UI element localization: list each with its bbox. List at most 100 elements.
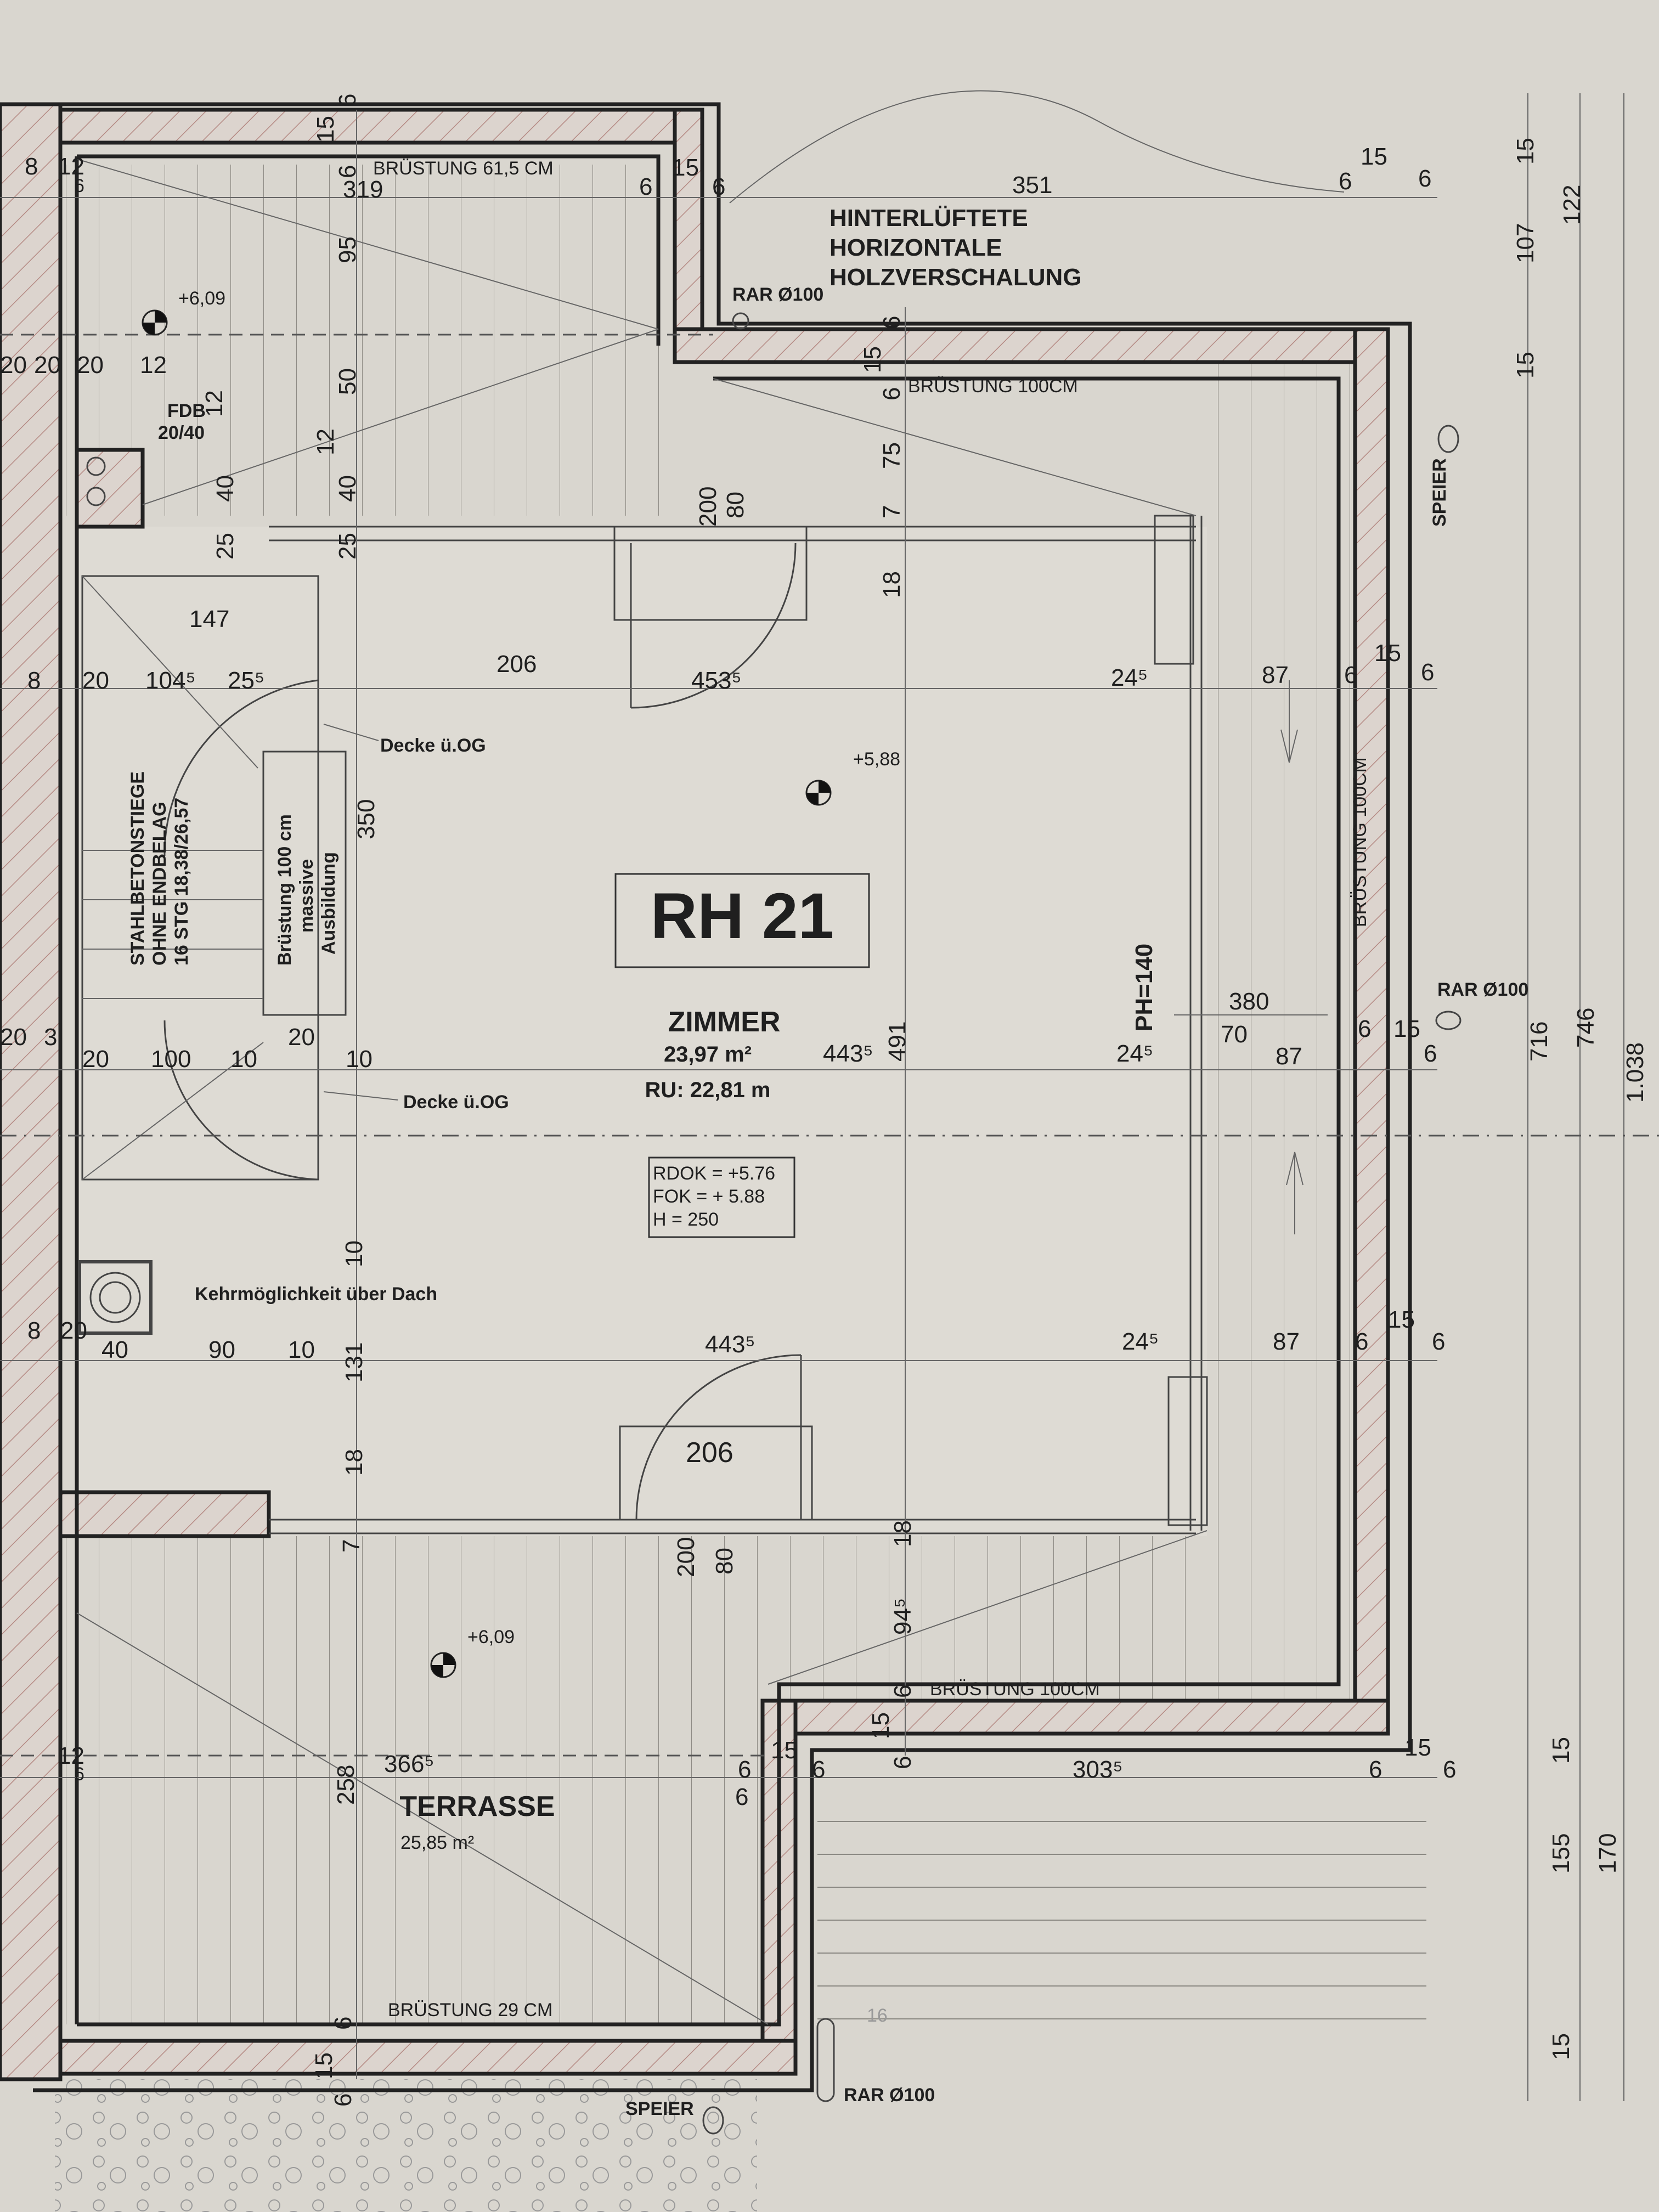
dim-170: 170 bbox=[1594, 1833, 1621, 1874]
dim-10: 10 bbox=[341, 1240, 368, 1267]
door-north bbox=[613, 526, 808, 709]
stair-note-2: OHNE ENDBELAG bbox=[149, 802, 170, 966]
dim-206: 206 bbox=[496, 651, 537, 678]
level-info-box bbox=[648, 1156, 795, 1238]
dim-155: 155 bbox=[1548, 1833, 1575, 1874]
dim-491: 491 bbox=[884, 1022, 911, 1062]
stairwell bbox=[81, 575, 347, 1181]
door-width-dim: 80 bbox=[722, 492, 749, 518]
door-height-dim-south: 200 bbox=[673, 1537, 699, 1577]
dim-6: 6 bbox=[1339, 168, 1352, 195]
level-marker-room bbox=[805, 780, 832, 806]
dim-12: 12 bbox=[58, 153, 84, 180]
dim-12: 12 bbox=[201, 390, 228, 417]
dim-70: 70 bbox=[1221, 1021, 1248, 1048]
dim-8: 8 bbox=[27, 667, 41, 694]
dim-15: 15 bbox=[1393, 1015, 1420, 1042]
dim-87: 87 bbox=[1262, 662, 1289, 689]
dim-10: 10 bbox=[346, 1046, 373, 1073]
dim-18: 18 bbox=[878, 571, 905, 598]
dim-6: 6 bbox=[330, 2094, 357, 2107]
cladding-note-2: HORIZONTALE bbox=[830, 234, 1002, 261]
door-south bbox=[619, 1354, 813, 1521]
dim-107: 107 bbox=[1512, 223, 1539, 263]
terrace-area: 25,85 m² bbox=[400, 1832, 474, 1853]
dim-15: 15 bbox=[1548, 1737, 1575, 1764]
dim-15: 15 bbox=[1512, 352, 1539, 379]
chimney-bottom bbox=[78, 1260, 153, 1335]
level-height: H = 250 bbox=[653, 1209, 719, 1230]
window-height-note: PH=140 bbox=[1131, 944, 1158, 1031]
dim-12: 12 bbox=[58, 1742, 84, 1769]
drain-speier-bottom bbox=[702, 2106, 724, 2135]
dim-20: 20 bbox=[77, 352, 104, 379]
dim-6: 6 bbox=[1369, 1756, 1382, 1783]
dim-6: 6 bbox=[1432, 1328, 1445, 1355]
cladding-note-1: HINTERLÜFTETE bbox=[830, 205, 1028, 232]
door-height-dim: 200 bbox=[695, 487, 721, 527]
dim-20: 20 bbox=[82, 667, 109, 694]
faded-mark: 16 bbox=[867, 2005, 888, 2026]
dim-15: 15 bbox=[1404, 1734, 1431, 1761]
dim-245: 24⁵ bbox=[1122, 1328, 1159, 1355]
dim-15: 15 bbox=[312, 116, 339, 143]
dim-6: 6 bbox=[1443, 1756, 1456, 1783]
dim-15: 15 bbox=[1374, 640, 1401, 667]
south-decking bbox=[66, 1536, 1207, 1701]
chimney-note: Kehrmöglichkeit über Dach bbox=[195, 1284, 437, 1305]
dim-6: 6 bbox=[712, 173, 725, 200]
parapet-note-side: BRÜSTUNG 100CM bbox=[1350, 757, 1370, 927]
dim-7: 7 bbox=[338, 1539, 365, 1553]
parapet-note-top: BRÜSTUNG 100CM bbox=[908, 376, 1078, 397]
chimney-top bbox=[86, 456, 106, 506]
dim-20: 20 bbox=[288, 1024, 315, 1051]
north-terrace-parapet: BRÜSTUNG 61,5 CM bbox=[373, 158, 554, 179]
skylight-note-2: 20/40 bbox=[158, 422, 205, 443]
dim-6: 6 bbox=[334, 165, 361, 178]
dim-20: 20 bbox=[60, 1317, 87, 1344]
stair-parapet-note-2: massive bbox=[296, 859, 317, 933]
dim-245: 24⁵ bbox=[1111, 664, 1148, 691]
dim-90: 90 bbox=[208, 1336, 235, 1363]
unit-id-frame bbox=[614, 873, 870, 968]
rar-note-top: RAR Ø100 bbox=[732, 284, 823, 305]
terrace-depth-dim: 258 bbox=[332, 1765, 359, 1805]
terrace-parapet: BRÜSTUNG 29 CM bbox=[388, 2000, 552, 2021]
ceiling-leader-1 bbox=[323, 724, 379, 741]
dim-245: 24⁵ bbox=[1116, 1040, 1153, 1067]
drain-rar-bottom bbox=[816, 2018, 835, 2102]
dim-20: 20 bbox=[82, 1046, 109, 1073]
dim-87: 87 bbox=[1276, 1043, 1302, 1070]
dim-1045: 104⁵ bbox=[145, 667, 196, 694]
dim-4535: 453⁵ bbox=[691, 667, 742, 694]
dim-3035: 303⁵ bbox=[1073, 1756, 1123, 1783]
stair-note-1: STAHLBETONSTIEGE bbox=[127, 771, 148, 966]
dim-15: 15 bbox=[1548, 2033, 1575, 2060]
dim-147: 147 bbox=[189, 606, 229, 633]
dim-75: 75 bbox=[878, 442, 905, 469]
dimension-labels: 351 15 6 6 15 6 6 12 6 8 15 6 6 20 20 20… bbox=[0, 94, 1649, 2107]
room-overlap-dim: 443⁵ bbox=[823, 1040, 873, 1067]
terrace-width-dim: 366⁵ bbox=[384, 1751, 435, 1778]
dim-12: 12 bbox=[312, 428, 339, 455]
dim-6: 6 bbox=[639, 173, 652, 200]
dim-4435: 443⁵ bbox=[705, 1331, 755, 1358]
dim-6: 6 bbox=[812, 1756, 825, 1783]
dim-15: 15 bbox=[859, 346, 886, 373]
dim-6: 6 bbox=[1418, 165, 1431, 192]
dim-12: 12 bbox=[140, 352, 167, 379]
room-area: 23,97 m² bbox=[664, 1042, 752, 1066]
dim-15: 15 bbox=[311, 2052, 337, 2079]
level-rdok: RDOK = +5.76 bbox=[653, 1163, 775, 1184]
dim-15: 15 bbox=[672, 154, 699, 181]
gravel-area bbox=[55, 2079, 757, 2212]
dim-380: 380 bbox=[1229, 988, 1269, 1015]
exterior-walls bbox=[0, 102, 1390, 2081]
ceiling-note-2: Decke ü.OG bbox=[403, 1092, 509, 1113]
dim-746: 746 bbox=[1572, 1008, 1599, 1048]
dim-6: 6 bbox=[889, 1756, 916, 1769]
speier-note-right: SPEIER bbox=[1429, 458, 1450, 527]
rar-note-right: RAR Ø100 bbox=[1437, 979, 1528, 1000]
dim-40: 40 bbox=[212, 475, 239, 502]
